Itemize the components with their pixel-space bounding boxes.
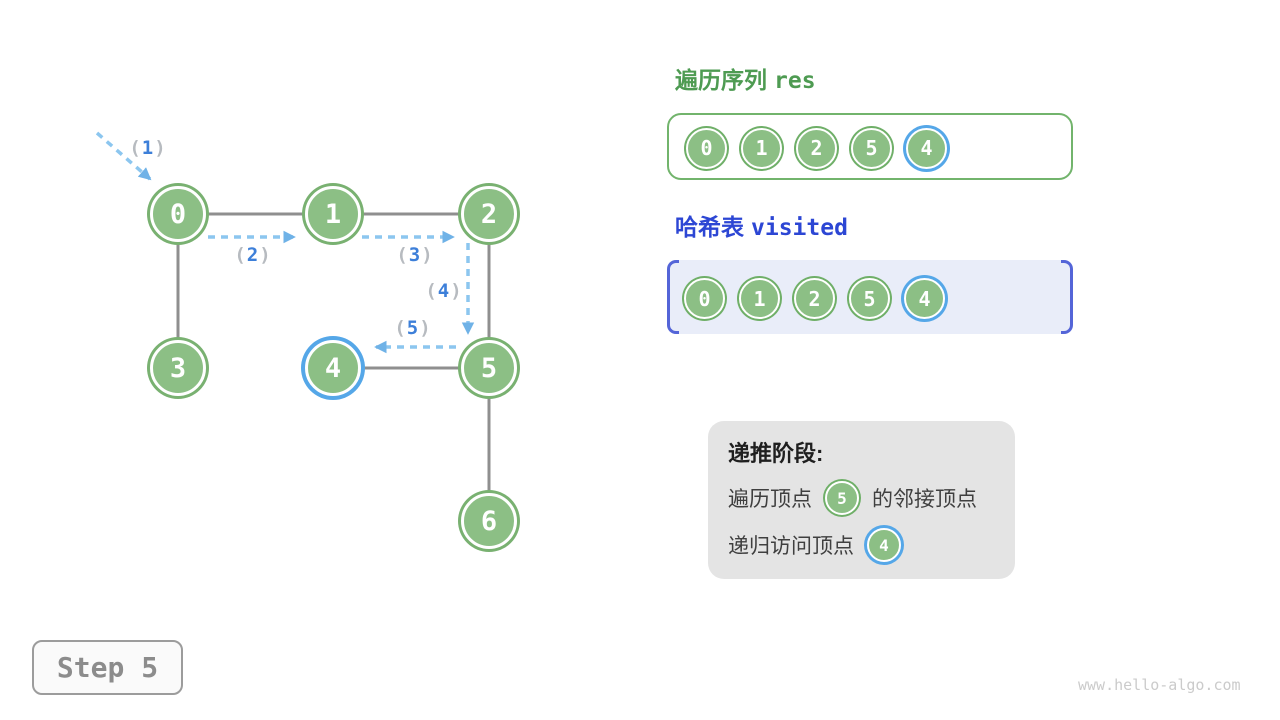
res-item-4-current: 4 bbox=[906, 127, 947, 169]
order-number: 3 bbox=[408, 244, 422, 266]
traversal-order-label-3: (3) bbox=[396, 244, 433, 266]
graph-node-5: 5 bbox=[461, 340, 517, 396]
order-number: 2 bbox=[246, 244, 260, 266]
paren: ( bbox=[234, 244, 247, 266]
paren: ) bbox=[421, 244, 434, 266]
paren: ( bbox=[425, 280, 438, 302]
visited-item-2: 2 bbox=[794, 278, 835, 319]
visited-hashset-box: 0 1 2 5 4 bbox=[667, 260, 1073, 334]
order-number: 5 bbox=[406, 317, 420, 339]
order-number: 4 bbox=[437, 280, 451, 302]
graph-node-3: 3 bbox=[150, 340, 206, 396]
visited-item-5: 5 bbox=[849, 278, 890, 319]
res-title-zh: 遍历序列 bbox=[675, 67, 767, 93]
traversal-order-label-5: (5) bbox=[394, 317, 431, 339]
paren: ) bbox=[259, 244, 272, 266]
graph-node-1: 1 bbox=[305, 186, 361, 242]
phase-line2-prefix: 递归访问顶点 bbox=[728, 535, 854, 558]
phase-line1-suffix: 的邻接顶点 bbox=[872, 488, 977, 511]
visited-title-zh: 哈希表 bbox=[675, 214, 744, 240]
traversal-order-label-1: (1) bbox=[129, 137, 166, 159]
res-item-0: 0 bbox=[686, 127, 727, 169]
res-item-2: 2 bbox=[796, 127, 837, 169]
visited-item-1: 1 bbox=[739, 278, 780, 319]
traversal-order-label-2: (2) bbox=[234, 244, 271, 266]
res-title-code: res bbox=[774, 68, 816, 94]
graph-node-0: 0 bbox=[150, 186, 206, 242]
visited-item-4-current: 4 bbox=[904, 278, 945, 319]
dfs-traversal-arrows bbox=[95, 131, 475, 354]
graph-node-6: 6 bbox=[461, 493, 517, 549]
graph-node-4-current: 4 bbox=[305, 340, 361, 396]
phase-heading: 递推阶段: bbox=[728, 441, 824, 466]
visited-panel-title: 哈希表 visited bbox=[675, 208, 848, 242]
visited-item-0: 0 bbox=[684, 278, 725, 319]
phase-line-traverse: 遍历顶点 5 的邻接顶点 bbox=[728, 481, 995, 515]
paren: ( bbox=[394, 317, 407, 339]
res-sequence-box: 0 1 2 5 4 bbox=[667, 113, 1073, 180]
inline-node-4-current: 4 bbox=[867, 528, 901, 562]
order-number: 1 bbox=[141, 137, 155, 159]
res-item-1: 1 bbox=[741, 127, 782, 169]
dfs-arrow-enter-0 bbox=[95, 131, 152, 181]
recursion-phase-box: 递推阶段: 遍历顶点 5 的邻接顶点 递归访问顶点 4 bbox=[708, 421, 1015, 579]
paren: ( bbox=[396, 244, 409, 266]
watermark: www.hello-algo.com bbox=[1078, 676, 1241, 694]
visited-title-code: visited bbox=[751, 215, 848, 241]
res-item-5: 5 bbox=[851, 127, 892, 169]
step-badge: Step 5 bbox=[32, 640, 183, 695]
inline-node-5: 5 bbox=[825, 481, 859, 515]
paren: ( bbox=[129, 137, 142, 159]
traversal-order-label-4: (4) bbox=[425, 280, 462, 302]
paren: ) bbox=[450, 280, 463, 302]
phase-line1-prefix: 遍历顶点 bbox=[728, 488, 812, 511]
paren: ) bbox=[419, 317, 432, 339]
paren: ) bbox=[154, 137, 167, 159]
res-panel-title: 遍历序列 res bbox=[675, 61, 816, 95]
phase-line-recurse: 递归访问顶点 4 bbox=[728, 528, 995, 562]
graph-node-2: 2 bbox=[461, 186, 517, 242]
